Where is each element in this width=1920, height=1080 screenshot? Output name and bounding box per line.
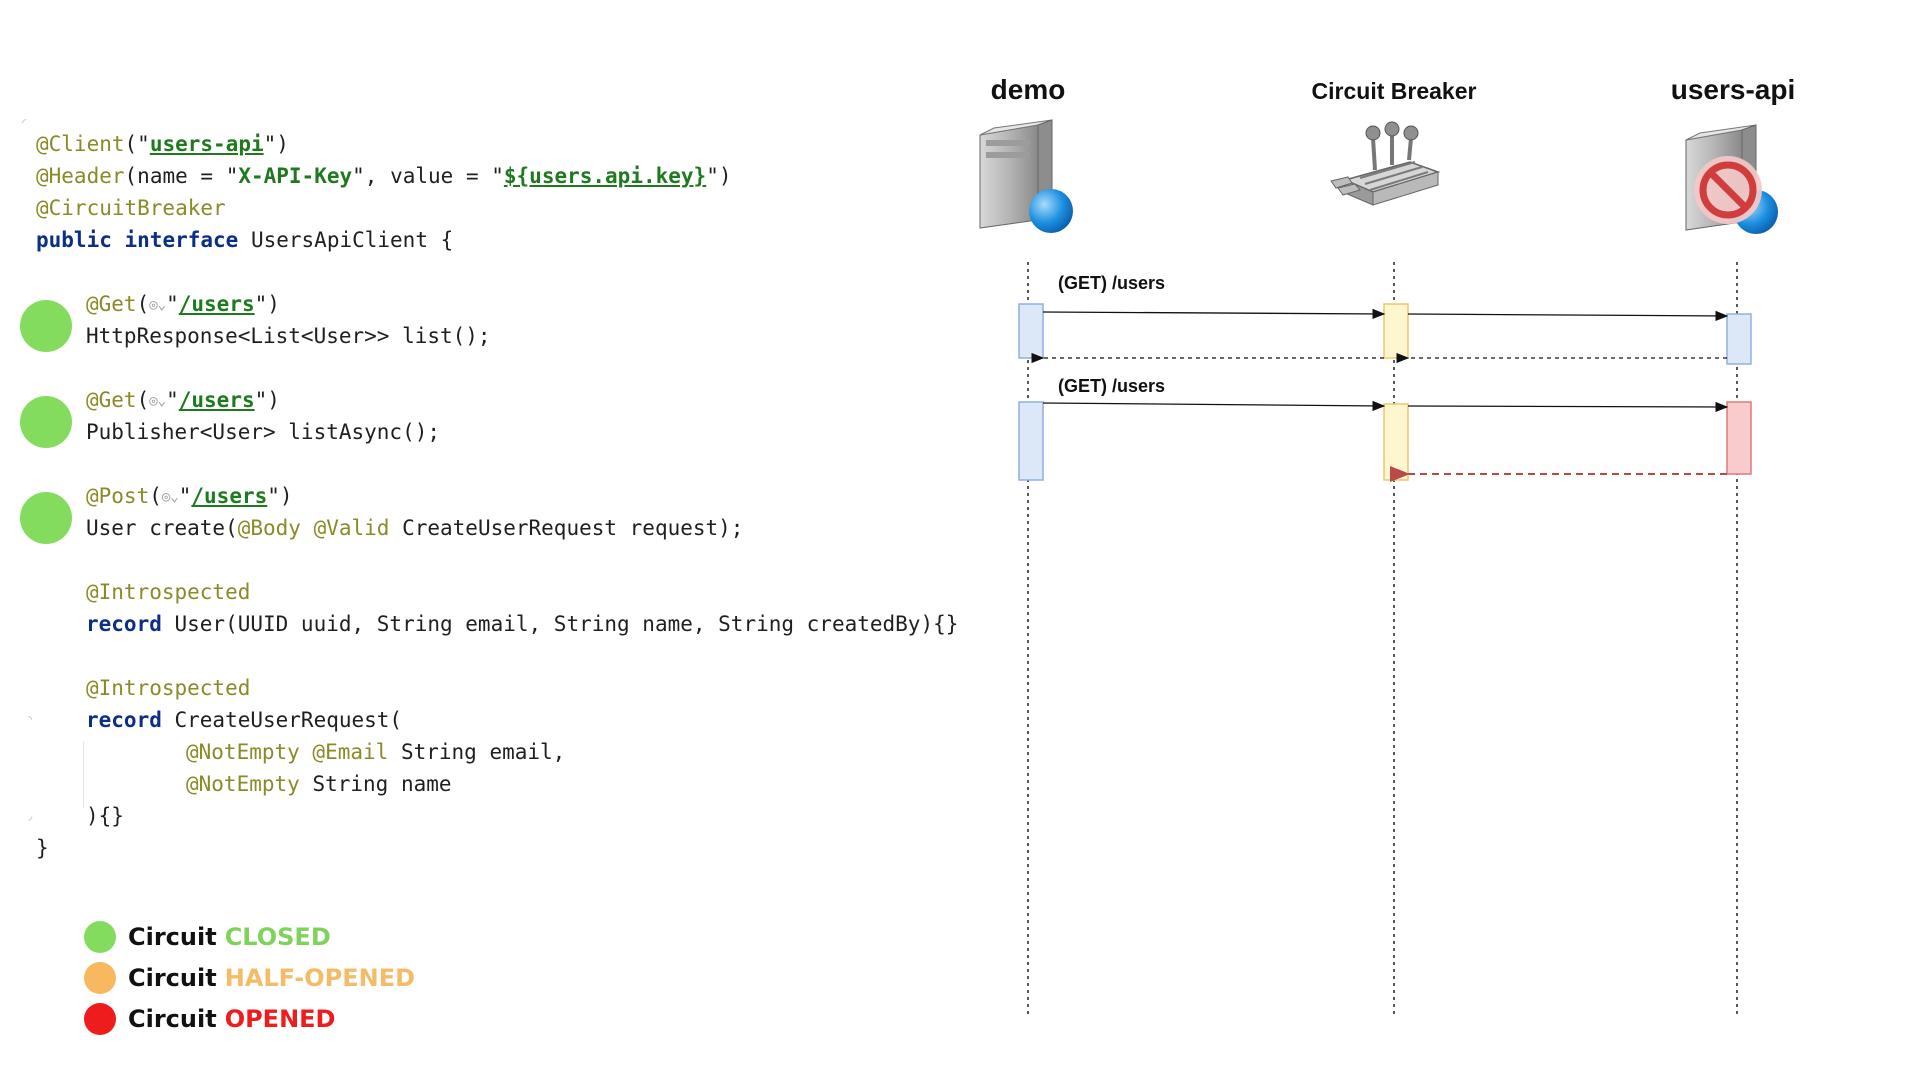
request-arrow: [1407, 401, 1729, 413]
globe-icon[interactable]: ◎⌄: [161, 489, 179, 505]
actor-title-users-api: users-api: [1670, 74, 1796, 105]
introspected-annotation: @Introspected: [86, 580, 251, 604]
post-annotation: @Post: [86, 484, 150, 508]
client-annotation-line: @Client("users-api"): [36, 132, 289, 156]
header-name-key: name =: [137, 164, 226, 188]
actor-title-demo: demo: [990, 74, 1066, 105]
request-arrow: [1042, 308, 1386, 320]
diagram-canvas: [979, 119, 1778, 1016]
param-annotations: @Body @Valid: [237, 516, 390, 540]
client-annotation: @Client: [36, 132, 125, 156]
method-signature: HttpResponse<List<User>> list();: [86, 324, 491, 348]
legend-item-closed: Circuit CLOSED: [84, 920, 331, 954]
orange-dot-icon: [84, 962, 116, 994]
method-signature: User create(@Body @Valid CreateUserReque…: [86, 516, 744, 540]
legend-state-half-opened: HALF-OPENED: [224, 964, 416, 992]
circuit-breaker-annotation: @CircuitBreaker: [36, 196, 226, 220]
circuit-closed-indicator[interactable]: [20, 300, 72, 352]
user-record: record User(UUID uuid, String email, Str…: [86, 612, 959, 636]
red-dot-icon: [84, 1003, 116, 1035]
method-uri[interactable]: /users: [191, 484, 268, 508]
record-close: ){}: [86, 804, 124, 828]
introspected-annotation: @Introspected: [86, 676, 251, 700]
method-annotation-line: @Get(◎⌄"/users"): [86, 288, 280, 320]
method-signature: Publisher<User> listAsync();: [86, 420, 441, 444]
record-field: @NotEmpty @Email String email,: [186, 740, 566, 764]
method-uri[interactable]: /users: [178, 292, 255, 316]
indent-guide: [83, 742, 84, 808]
circuit-closed-indicator[interactable]: [20, 492, 72, 544]
message-label: (GET) /users: [1058, 376, 1166, 396]
record-keyword: record: [86, 708, 162, 732]
sequence-diagram: demo Circuit Breaker users-api: [960, 0, 1920, 1080]
circuit-breaker-icon: [1330, 121, 1441, 206]
header-value-key: , value =: [364, 164, 492, 188]
request-arrow: [1407, 310, 1729, 322]
method-annotation-line: @Post(◎⌄"/users"): [86, 480, 293, 512]
get-annotation: @Get: [86, 388, 137, 412]
method-annotation-line: @Get(◎⌄"/users"): [86, 384, 280, 416]
legend-item-half-opened: Circuit HALF-OPENED: [84, 961, 415, 995]
demo-activation: [1018, 401, 1044, 481]
code-panel: ◜ @Client("users-api") @Header(name = "X…: [20, 115, 959, 860]
circuit-breaker-annotation-line: @CircuitBreaker: [36, 192, 226, 224]
interface-close: }: [36, 836, 49, 860]
circuit-breaker-activation: [1383, 403, 1409, 481]
legend-item-opened: Circuit OPENED: [84, 1002, 335, 1036]
record-field: @NotEmpty String name: [186, 772, 452, 796]
circuit-breaker-activation: [1383, 303, 1409, 359]
legend-state-closed: CLOSED: [224, 923, 331, 951]
demo-activation: [1018, 303, 1044, 359]
header-name-value: X-API-Key: [238, 164, 353, 188]
client-value: users-api: [149, 132, 264, 156]
record-keyword: record: [86, 612, 162, 636]
fold-marker-icon[interactable]: ◝: [26, 712, 35, 728]
header-annotation-line: @Header(name = "X-API-Key", value = "${u…: [36, 164, 732, 188]
users-api-failed-activation: [1726, 401, 1752, 475]
fold-marker-icon[interactable]: ◞: [26, 808, 35, 824]
globe-icon[interactable]: ◎⌄: [149, 297, 167, 313]
globe-icon[interactable]: ◎⌄: [149, 393, 167, 409]
circuit-closed-indicator[interactable]: [20, 396, 72, 448]
interface-name: UsersApiClient {: [238, 228, 454, 252]
server-blocked-icon: [1685, 124, 1778, 234]
interface-keyword: interface: [124, 228, 239, 252]
method-uri[interactable]: /users: [178, 388, 255, 412]
actor-title-circuit-breaker: Circuit Breaker: [1311, 78, 1477, 104]
header-value-value: ${users.api.key}: [503, 164, 707, 188]
legend-state-opened: OPENED: [224, 1005, 336, 1033]
server-globe-icon: [979, 119, 1073, 233]
green-dot-icon: [84, 921, 116, 953]
interface-declaration: public interface UsersApiClient {: [36, 224, 453, 256]
public-keyword: public: [36, 228, 112, 252]
create-user-record: record CreateUserRequest(: [86, 708, 403, 732]
get-annotation: @Get: [86, 292, 137, 316]
fold-marker-icon[interactable]: ◜: [20, 115, 29, 131]
request-arrow: [1042, 400, 1386, 412]
header-annotation: @Header: [36, 164, 125, 188]
users-api-activation: [1726, 313, 1752, 365]
message-label: (GET) /users: [1058, 273, 1166, 293]
